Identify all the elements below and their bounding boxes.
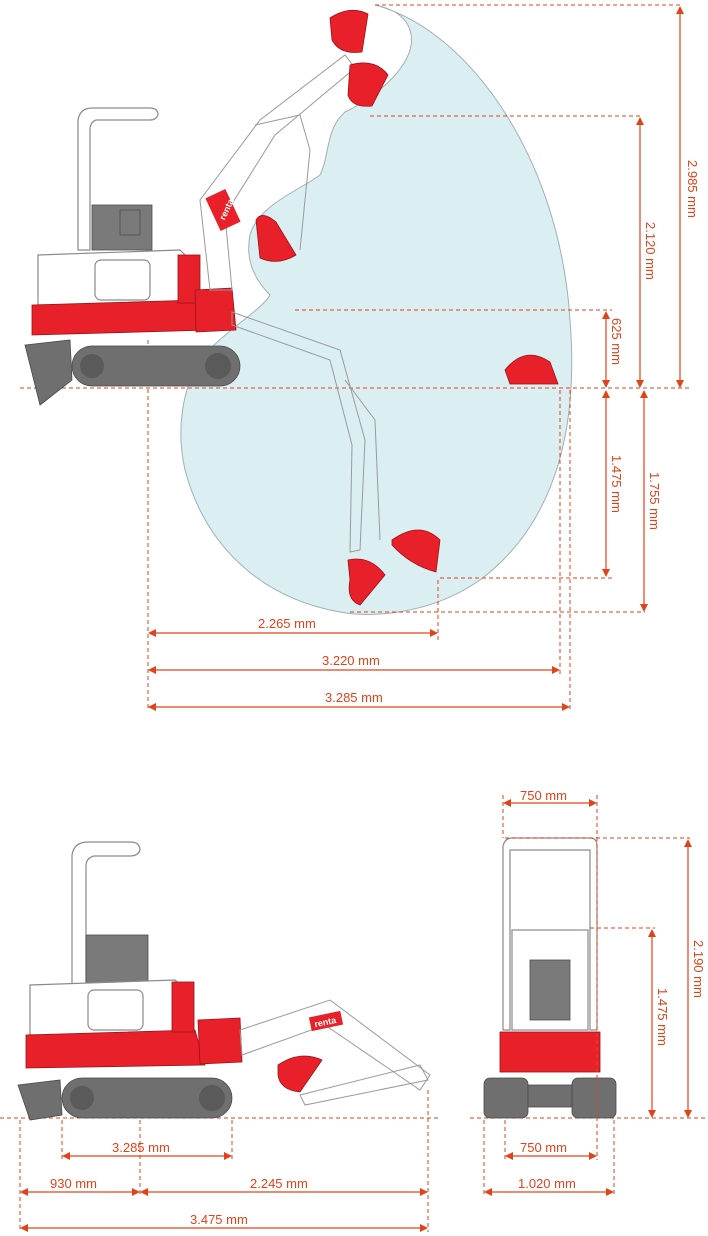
dim-dump-at-ground: 625 mm <box>602 311 624 388</box>
dim-overall-length: 3.475 mm <box>20 1212 428 1232</box>
bucket-ground <box>504 354 559 385</box>
blade-front-label: 930 mm <box>50 1176 97 1191</box>
seat-height-label: 1.475 mm <box>655 988 670 1046</box>
bucket-mid <box>255 215 297 262</box>
side-window <box>94 259 151 301</box>
reach-at-ground-label: 3.220 mm <box>322 653 380 668</box>
canopy-frame <box>71 841 141 986</box>
dim-max-dig-height: 2.985 mm <box>676 6 700 388</box>
dozer-blade <box>24 339 73 406</box>
boom-cylinder <box>171 981 195 1033</box>
arm-folded <box>299 1064 429 1106</box>
swing-bracket <box>194 287 237 333</box>
dump-at-ground-label: 625 mm <box>609 318 624 365</box>
dim-seat-height: 1.475 mm <box>648 929 670 1118</box>
lower-body <box>31 299 211 336</box>
working-range-view: renta 2.985 mm 2.120 mm 625 mm <box>20 4 700 712</box>
sprocket-wheel <box>205 353 231 379</box>
reach-envelope <box>180 4 573 615</box>
dim-track-length: 3.285 mm <box>62 1140 232 1160</box>
track-length-label: 3.285 mm <box>112 1140 170 1155</box>
dim-overall-height: 2.190 mm <box>684 839 706 1118</box>
bucket-top <box>329 9 369 53</box>
sprocket-wheel <box>199 1085 225 1111</box>
idler-wheel <box>70 1086 94 1110</box>
undercarriage-front <box>527 1084 573 1108</box>
dim-track-gauge: 750 mm <box>505 1140 597 1160</box>
canopy-width-label: 750 mm <box>520 788 567 803</box>
control-lever <box>119 209 141 236</box>
dim-overall-width: 1.020 mm <box>484 1176 614 1196</box>
reach-at-depth-label: 2.265 mm <box>258 616 316 631</box>
track <box>61 1077 233 1119</box>
excavator-side-transport: renta <box>17 841 431 1121</box>
operator-seat <box>85 934 149 986</box>
lower-body-front <box>499 1031 601 1073</box>
excavator-side-working <box>24 107 241 406</box>
canopy-frame <box>77 107 159 251</box>
swing-bracket <box>197 1017 243 1065</box>
max-reach-label: 3.285 mm <box>325 690 383 705</box>
side-window <box>87 989 144 1031</box>
seat-front <box>529 959 571 1021</box>
overall-height-label: 2.190 mm <box>691 940 706 998</box>
bucket-depth <box>391 529 441 573</box>
dim-reach-at-depth: 2.265 mm <box>148 616 438 637</box>
boom-folded <box>239 999 431 1091</box>
front-view: 750 mm 2.190 mm 1.475 mm 750 mm 1.020 mm <box>470 788 708 1196</box>
left-track-front <box>483 1077 529 1119</box>
max-dig-depth-label: 1.755 mm <box>647 472 662 530</box>
boom-cylinder <box>177 254 201 304</box>
dim-canopy-width: 750 mm <box>503 788 597 807</box>
brand-logo: renta <box>313 1015 338 1030</box>
dim-max-reach: 3.285 mm <box>148 690 570 711</box>
track-gauge-label: 750 mm <box>520 1140 567 1155</box>
vertical-wall-depth-label: 1.475 mm <box>609 455 624 513</box>
excavator-front <box>483 837 617 1119</box>
right-track-front <box>571 1077 617 1119</box>
bucket-dump <box>347 62 389 107</box>
boom-label-badge <box>205 189 241 231</box>
lower-body <box>25 1029 206 1069</box>
idler-wheel <box>80 354 104 378</box>
dim-max-dig-depth: 1.755 mm <box>640 390 662 612</box>
dim-arm-overhang: 2.245 mm <box>140 1176 428 1196</box>
dim-blade-front: 930 mm <box>20 1176 140 1196</box>
boom-lowered <box>231 311 381 553</box>
transport-side-view: renta 3.285 mm 930 mm 2.245 mm 3.475 mm <box>0 841 440 1232</box>
track <box>71 345 241 387</box>
bucket-bottom <box>347 558 386 606</box>
overall-length-label: 3.475 mm <box>190 1212 248 1227</box>
dim-max-dump-height: 2.120 mm <box>636 117 658 388</box>
max-dump-height-label: 2.120 mm <box>643 222 658 280</box>
dozer-blade <box>17 1079 63 1121</box>
max-dig-height-label: 2.985 mm <box>685 160 700 218</box>
overall-width-label: 1.020 mm <box>518 1176 576 1191</box>
dim-vertical-wall-depth: 1.475 mm <box>602 390 624 577</box>
bucket-folded <box>277 1055 323 1093</box>
dim-reach-at-ground: 3.220 mm <box>148 653 560 674</box>
boom-label-badge <box>308 1010 344 1032</box>
arm-overhang-label: 2.245 mm <box>250 1176 308 1191</box>
